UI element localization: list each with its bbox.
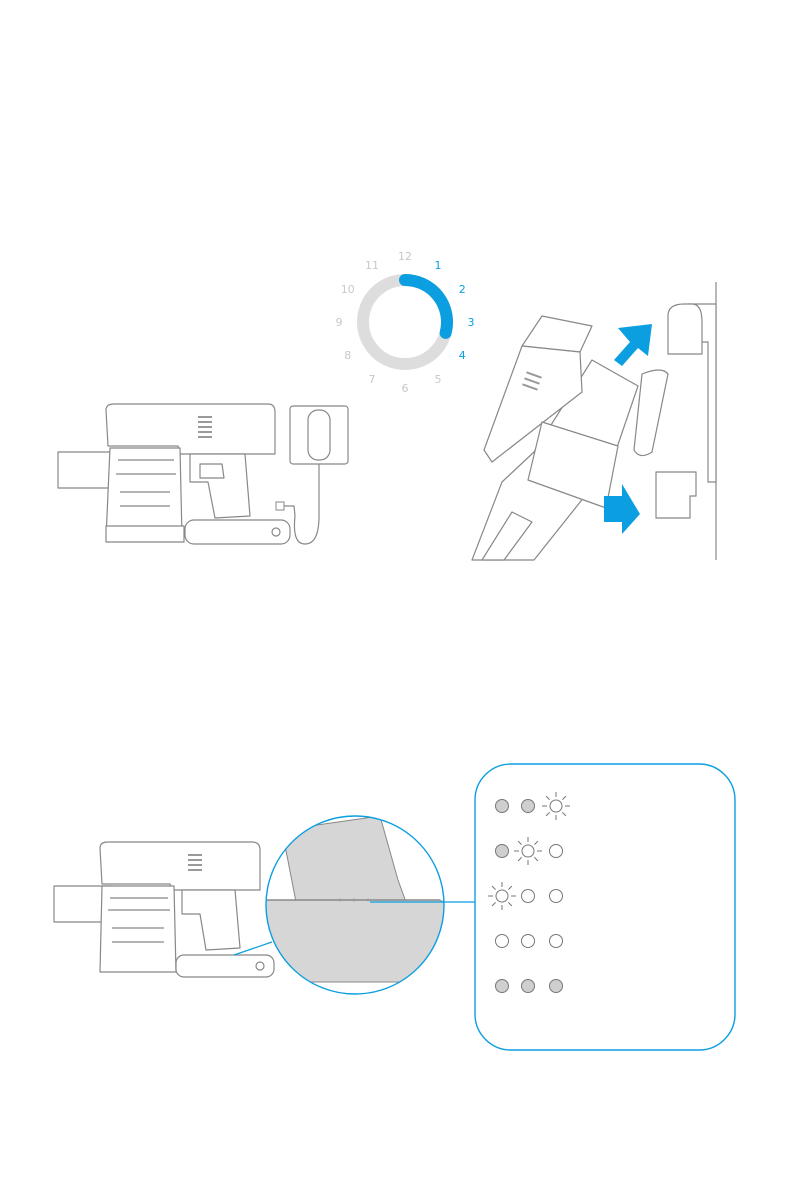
- clock-hour-7: 7: [369, 373, 376, 386]
- panel-border: [475, 764, 735, 1050]
- clock-hour-6: 6: [402, 382, 409, 395]
- led-on: [522, 800, 535, 813]
- battery-tilted: [634, 370, 668, 456]
- led-on: [496, 980, 509, 993]
- clock-hour-5: 5: [435, 373, 442, 386]
- arrow-up-icon: [614, 324, 652, 366]
- dc-plug: [276, 502, 284, 510]
- led-off: [522, 935, 535, 948]
- led-dot: [367, 899, 370, 902]
- led-on: [496, 845, 509, 858]
- vacuum-charging-illustration: [50, 396, 360, 554]
- blinking-led-icon: [514, 837, 542, 865]
- clock-hour-12: 12: [398, 250, 412, 263]
- blinking-led-icon: [542, 792, 570, 820]
- clock-hour-10: 10: [341, 283, 355, 296]
- led-on: [522, 980, 535, 993]
- zoom-detail: [260, 810, 460, 1000]
- clock-hour-8: 8: [344, 349, 351, 362]
- clock-hour-11: 11: [365, 259, 379, 272]
- battery-led-status-panel: [474, 763, 736, 1051]
- led-on: [550, 980, 563, 993]
- led-on: [496, 800, 509, 813]
- led-off: [522, 890, 535, 903]
- battery-led-zoom-illustration: [50, 810, 480, 1000]
- clock-hour-9: 9: [336, 316, 343, 329]
- charger-adapter: [290, 406, 348, 464]
- led-off: [496, 935, 509, 948]
- clock-hour-1: 1: [435, 259, 442, 272]
- led-dot: [339, 899, 342, 902]
- led-off: [550, 890, 563, 903]
- motor-body: [106, 404, 275, 454]
- battery-pack: [185, 520, 290, 544]
- bracket-hook: [668, 304, 702, 354]
- led-dot: [353, 899, 356, 902]
- bracket-dock: [656, 472, 696, 518]
- wall-mount-illustration: [462, 282, 724, 562]
- cyclone-bin: [106, 448, 182, 538]
- charge-progress-arc: [405, 280, 447, 333]
- blinking-led-icon: [488, 882, 516, 910]
- led-off: [550, 845, 563, 858]
- led-off: [550, 935, 563, 948]
